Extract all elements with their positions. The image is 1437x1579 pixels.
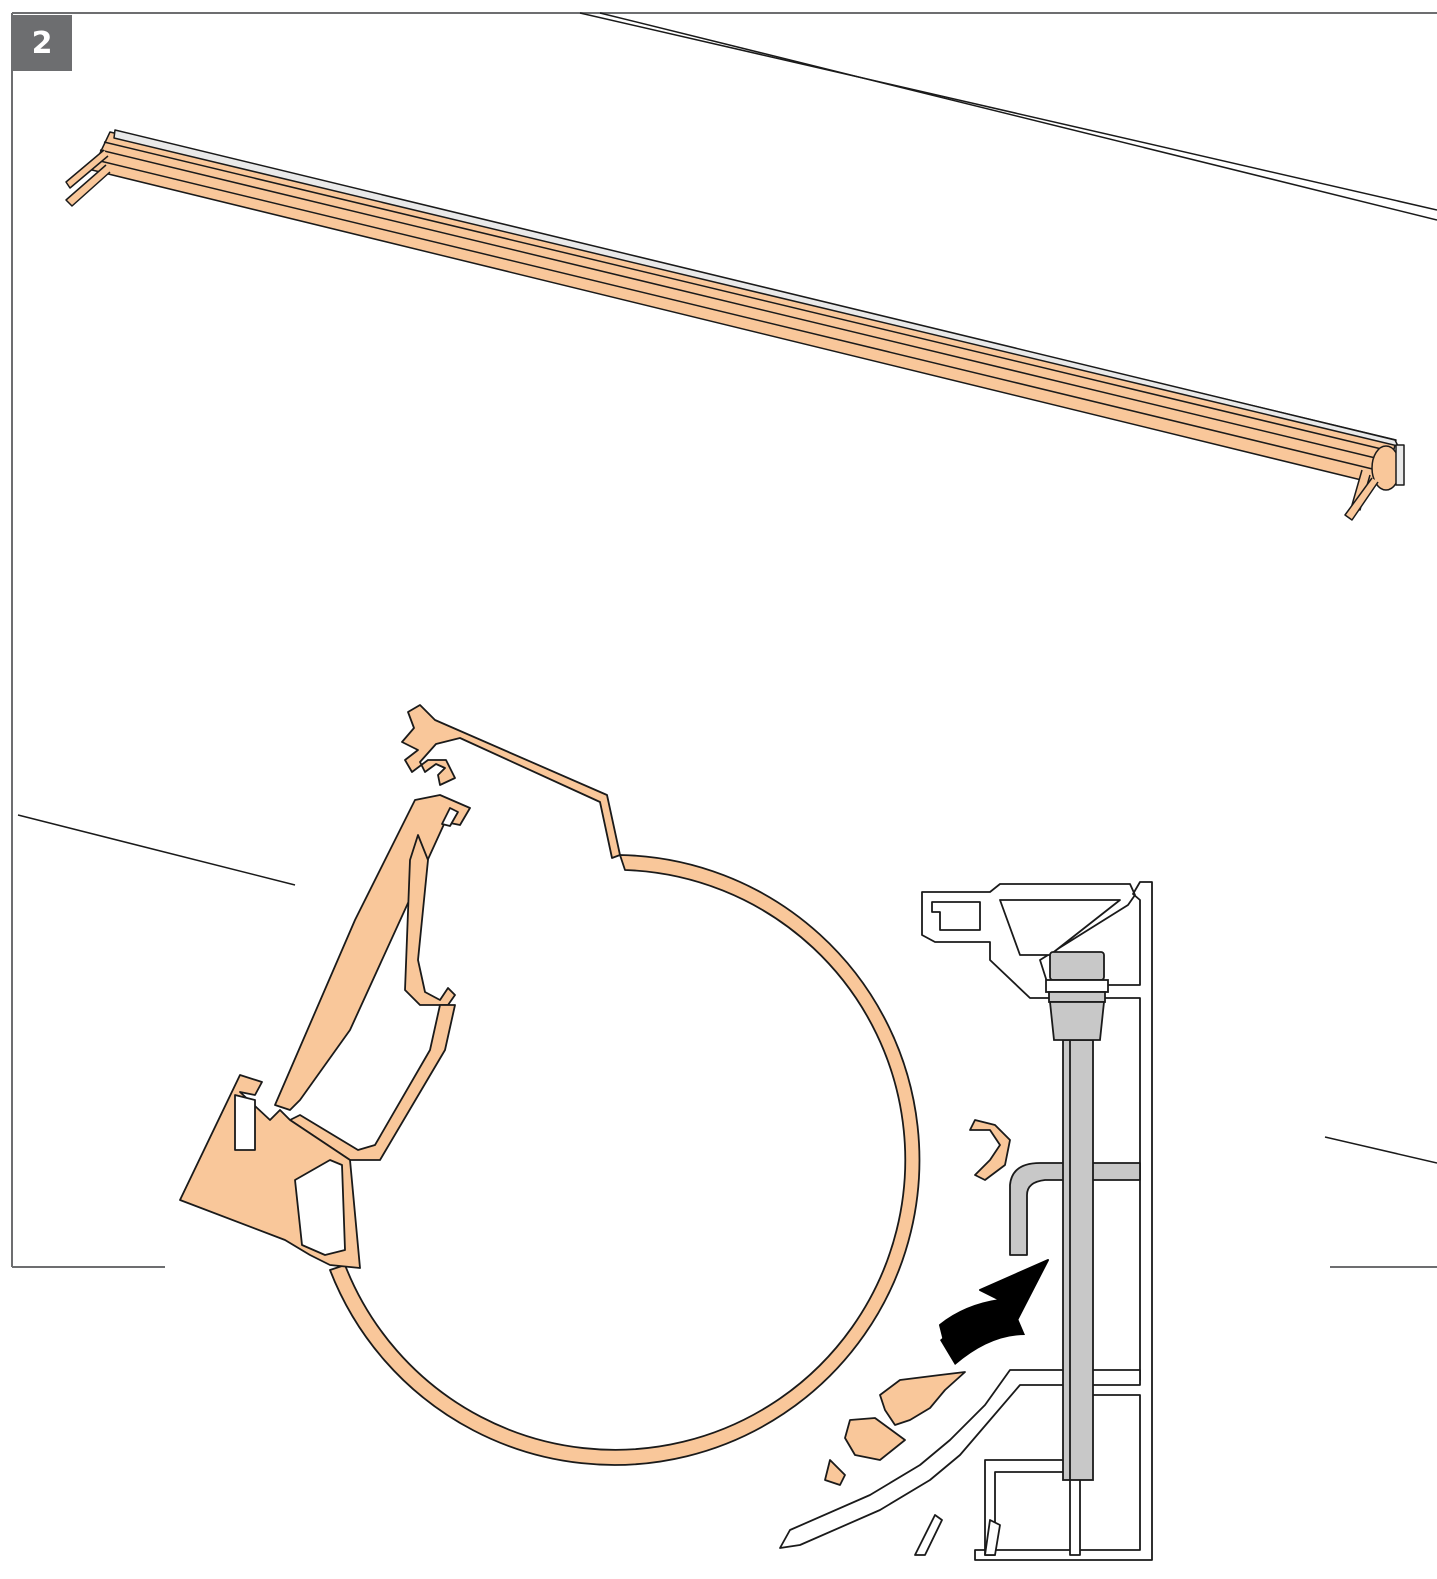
awning-cassette-bar [65, 129, 1405, 521]
hook-plate [1009, 1162, 1141, 1256]
wall-bracket-section [779, 881, 1153, 1561]
panel-frame [11, 12, 1437, 1268]
fixing-bolt [1045, 951, 1109, 1481]
wall-reference-lines [17, 12, 1437, 1164]
roller-profile-section [179, 704, 1011, 1486]
curved-arrow-icon [939, 1259, 1049, 1365]
step-number-badge: 2 [12, 15, 72, 71]
